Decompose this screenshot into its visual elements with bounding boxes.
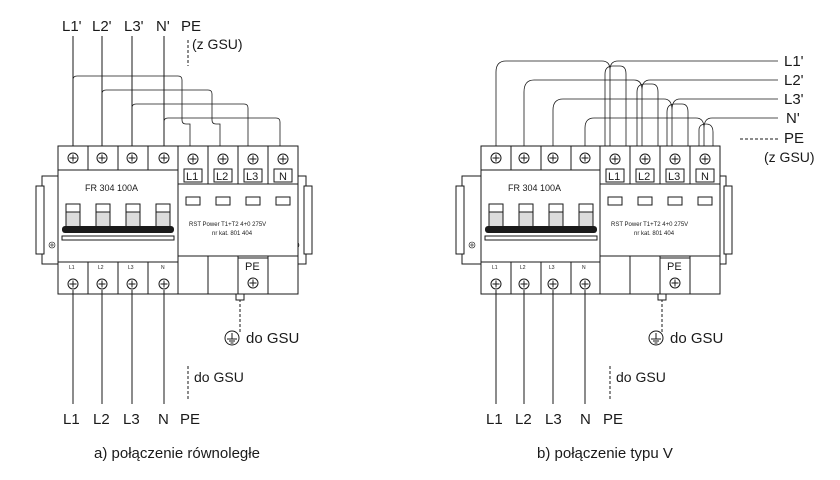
svg-text:PE: PE bbox=[603, 411, 623, 428]
svg-text:do GSU: do GSU bbox=[670, 330, 723, 347]
svg-text:N: N bbox=[158, 411, 169, 428]
bridge-l3 bbox=[131, 103, 249, 150]
bridge-l1 bbox=[72, 75, 191, 150]
v-wire-n bbox=[584, 117, 778, 150]
label-n-prime: N' bbox=[156, 18, 170, 35]
svg-text:N: N bbox=[582, 265, 586, 271]
spd-term-l3: L3 bbox=[246, 171, 258, 183]
svg-text:N: N bbox=[161, 265, 165, 271]
svg-text:L1: L1 bbox=[63, 411, 80, 428]
spd-rst-power: L1 L2 L3 N RST Power T1+T2 4+0 275V nr k… bbox=[177, 145, 299, 295]
ground-label: do GSU bbox=[246, 330, 299, 347]
label-z-gsu-b: (z GSU) bbox=[764, 149, 815, 165]
spd-text-1: RST Power T1+T2 4+0 275V bbox=[189, 222, 266, 228]
svg-text:do GSU: do GSU bbox=[616, 369, 666, 385]
svg-text:L2: L2 bbox=[520, 265, 526, 271]
rail-screw-left bbox=[48, 241, 56, 249]
label-l2-prime: L2' bbox=[92, 18, 112, 35]
caption-b: b) połączenie typu V bbox=[537, 445, 673, 462]
label-l1-prime-b: L1' bbox=[784, 53, 804, 70]
bridge-l2 bbox=[101, 89, 221, 150]
v-wire-l2 bbox=[523, 79, 778, 150]
svg-text:L1: L1 bbox=[608, 171, 620, 183]
breaker-label-b: FR 304 100A bbox=[508, 183, 561, 193]
label-l3-prime-b: L3' bbox=[784, 91, 804, 108]
svg-text:L3: L3 bbox=[128, 265, 134, 271]
label-l1-prime: L1' bbox=[62, 18, 82, 35]
svg-text:L2: L2 bbox=[638, 171, 650, 183]
svg-text:RST Power T1+T2 4+0 275V: RST Power T1+T2 4+0 275V bbox=[611, 222, 688, 228]
label-n-prime-b: N' bbox=[786, 110, 800, 127]
svg-text:N: N bbox=[701, 171, 709, 183]
svg-text:PE: PE bbox=[667, 261, 682, 273]
svg-text:N: N bbox=[580, 411, 591, 428]
spd-term-l1: L1 bbox=[186, 171, 198, 183]
label-z-gsu: (z GSU) bbox=[192, 36, 243, 52]
svg-text:L3: L3 bbox=[549, 265, 555, 271]
v-wire-l3 bbox=[552, 98, 778, 150]
ground-icon bbox=[224, 330, 240, 346]
label-pe-b: PE bbox=[784, 130, 804, 147]
svg-text:L1: L1 bbox=[69, 265, 75, 271]
bridge-n bbox=[163, 117, 281, 150]
svg-text:L1: L1 bbox=[486, 411, 503, 428]
breaker-fr304: FR 304 100A L1 L2 L3 N bbox=[57, 145, 179, 295]
gsu-bottom-label: do GSU bbox=[194, 369, 244, 385]
svg-text:L2: L2 bbox=[515, 411, 532, 428]
svg-text:L1: L1 bbox=[492, 265, 498, 271]
svg-text:PE: PE bbox=[180, 411, 200, 428]
svg-text:L3: L3 bbox=[668, 171, 680, 183]
label-pe-top: PE bbox=[181, 18, 201, 35]
spd-pe-label: PE bbox=[245, 261, 260, 273]
label-l2-prime-b: L2' bbox=[784, 72, 804, 89]
breaker-fr304-b: FR 304 100A L1 L2 L3 N bbox=[480, 145, 602, 295]
svg-text:L2: L2 bbox=[93, 411, 110, 428]
svg-text:L2: L2 bbox=[98, 265, 104, 271]
spd-rst-power-b: L1 L2 L3 N RST Power T1+T2 4+0 275V nr k… bbox=[599, 145, 721, 295]
v-wire-l1 bbox=[495, 60, 778, 150]
svg-text:nr kat. 801 404: nr kat. 801 404 bbox=[634, 231, 675, 237]
ground-icon-b bbox=[648, 330, 664, 346]
spd-text-2: nr kat. 801 404 bbox=[212, 231, 253, 237]
spd-term-n: N bbox=[279, 171, 287, 183]
svg-text:L3: L3 bbox=[545, 411, 562, 428]
diagram-b: L1' L2' L3' N' PE (z GSU) bbox=[455, 53, 815, 462]
caption-a: a) połączenie równoległe bbox=[94, 445, 260, 462]
diagram-a: L1' L2' L3' N' PE (z GSU) bbox=[35, 18, 313, 462]
svg-text:L3: L3 bbox=[123, 411, 140, 428]
label-l3-prime: L3' bbox=[124, 18, 144, 35]
breaker-label: FR 304 100A bbox=[85, 183, 138, 193]
spd-term-l2: L2 bbox=[216, 171, 228, 183]
breaker-handle-bar bbox=[62, 226, 174, 233]
